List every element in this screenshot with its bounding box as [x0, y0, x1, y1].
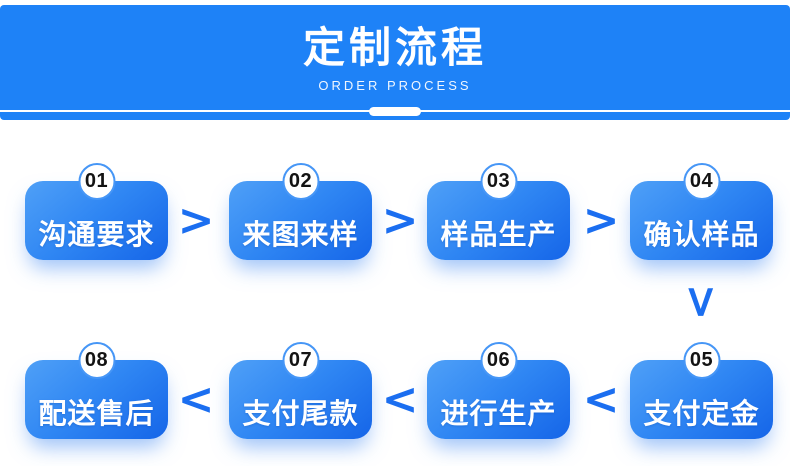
section-header-banner: 定制流程 ORDER PROCESS [0, 5, 790, 120]
step-number: 08 [84, 349, 109, 371]
step-number: 06 [486, 349, 511, 371]
step-number-badge: 04 [683, 163, 720, 200]
step-number-badge: 05 [683, 342, 720, 379]
step-number-badge: 08 [78, 342, 115, 379]
step-card-06: 06 进行生产 [427, 342, 570, 439]
step-label: 配送售后 [38, 397, 155, 429]
step-number-badge: 02 [282, 163, 319, 200]
arrow-down-icon: > [676, 283, 728, 321]
step-number: 02 [288, 170, 313, 192]
step-card-02: 02 来图来样 [229, 163, 372, 260]
section-title: 定制流程 [302, 24, 487, 71]
step-number-badge: 01 [78, 163, 115, 200]
arrow-left-icon: < [177, 373, 215, 425]
step-label: 沟通要求 [38, 218, 155, 250]
arrow-left-icon: < [381, 373, 419, 425]
step-label: 支付定金 [643, 397, 760, 429]
step-number-badge: 03 [480, 163, 517, 200]
step-number: 05 [689, 349, 714, 371]
step-number: 07 [288, 349, 313, 371]
step-number: 01 [84, 170, 109, 192]
section-subtitle: ORDER PROCESS [318, 78, 472, 94]
step-card-03: 03 样品生产 [427, 163, 570, 260]
step-label: 样品生产 [440, 218, 557, 250]
step-label: 来图来样 [242, 218, 359, 250]
step-number: 03 [486, 170, 511, 192]
step-number-badge: 07 [282, 342, 319, 379]
step-card-08: 08 配送售后 [25, 342, 168, 439]
arrow-right-icon: > [177, 194, 215, 246]
divider-pill [369, 107, 421, 116]
arrow-right-icon: > [381, 194, 419, 246]
step-label: 支付尾款 [242, 397, 359, 429]
arrow-left-icon: < [582, 373, 620, 425]
step-number-badge: 06 [480, 342, 517, 379]
step-number: 04 [689, 170, 714, 192]
step-card-05: 05 支付定金 [630, 342, 773, 439]
step-label: 进行生产 [440, 397, 557, 429]
arrow-right-icon: > [582, 194, 620, 246]
step-card-07: 07 支付尾款 [229, 342, 372, 439]
step-card-04: 04 确认样品 [630, 163, 773, 260]
step-label: 确认样品 [643, 218, 760, 250]
step-card-01: 01 沟通要求 [25, 163, 168, 260]
